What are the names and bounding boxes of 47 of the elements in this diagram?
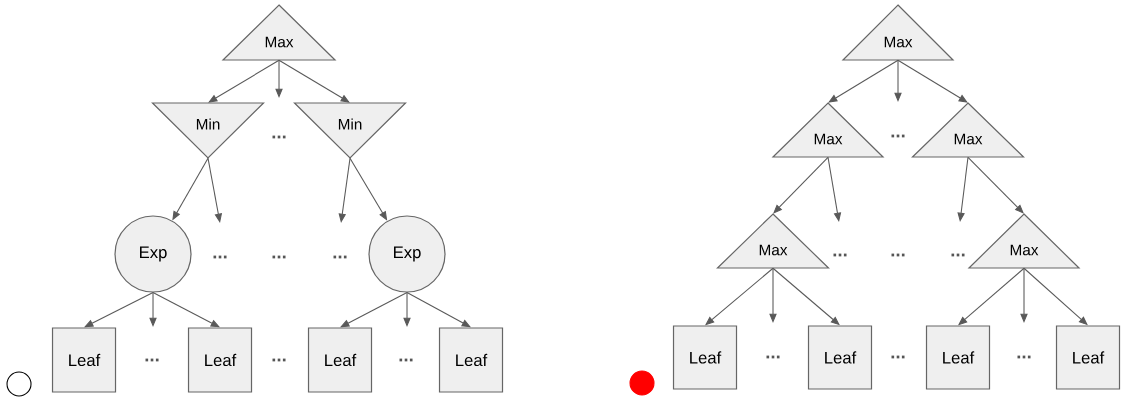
ellipsis: ... (891, 253, 905, 257)
leaf-box: Leaf (438, 327, 504, 393)
player-marker (629, 370, 655, 396)
ellipsis: ... (1017, 355, 1031, 359)
arrow (208, 59, 280, 103)
arrow (897, 59, 968, 103)
arrow (152, 292, 220, 328)
arrow (84, 292, 154, 328)
arrow (278, 59, 350, 103)
arrow (967, 156, 1024, 214)
leaf-box: Leaf (187, 327, 253, 393)
min-triangle: Min (151, 102, 265, 159)
ellipsis: ... (399, 358, 413, 362)
ellipsis: ... (891, 134, 905, 138)
arrow (894, 59, 902, 102)
ellipsis: ... (766, 355, 780, 359)
arrow (207, 157, 223, 223)
arrow (406, 292, 471, 328)
player-marker (6, 371, 32, 397)
arrow (773, 156, 829, 214)
arrow (827, 156, 842, 222)
leaf-box: Leaf (307, 327, 373, 393)
ellipsis: ... (891, 355, 905, 359)
arrow (769, 267, 777, 323)
ellipsis: ... (333, 255, 347, 259)
max-triangle: Max (911, 102, 1025, 158)
leaf-box: Leaf (1055, 325, 1121, 390)
arrow (149, 292, 157, 327)
arrow (275, 59, 283, 98)
ellipsis: ... (272, 255, 286, 259)
arrow (957, 156, 969, 222)
arrow (340, 292, 408, 328)
leaf-box: Leaf (672, 325, 738, 390)
arrow (338, 157, 351, 223)
ellipsis: ... (145, 358, 159, 362)
leaf-box: Leaf (51, 327, 117, 393)
max-triangle: Max (716, 213, 830, 269)
ellipsis: ... (213, 255, 227, 259)
arrow (403, 292, 411, 327)
ellipsis: ... (272, 358, 286, 362)
arrow (349, 157, 388, 221)
ellipsis: ... (272, 135, 286, 139)
arrow (828, 59, 899, 103)
leaf-box: Leaf (925, 325, 991, 390)
leaf-box: Leaf (807, 325, 873, 390)
min-triangle: Min (293, 102, 407, 159)
arrow (1020, 267, 1028, 323)
